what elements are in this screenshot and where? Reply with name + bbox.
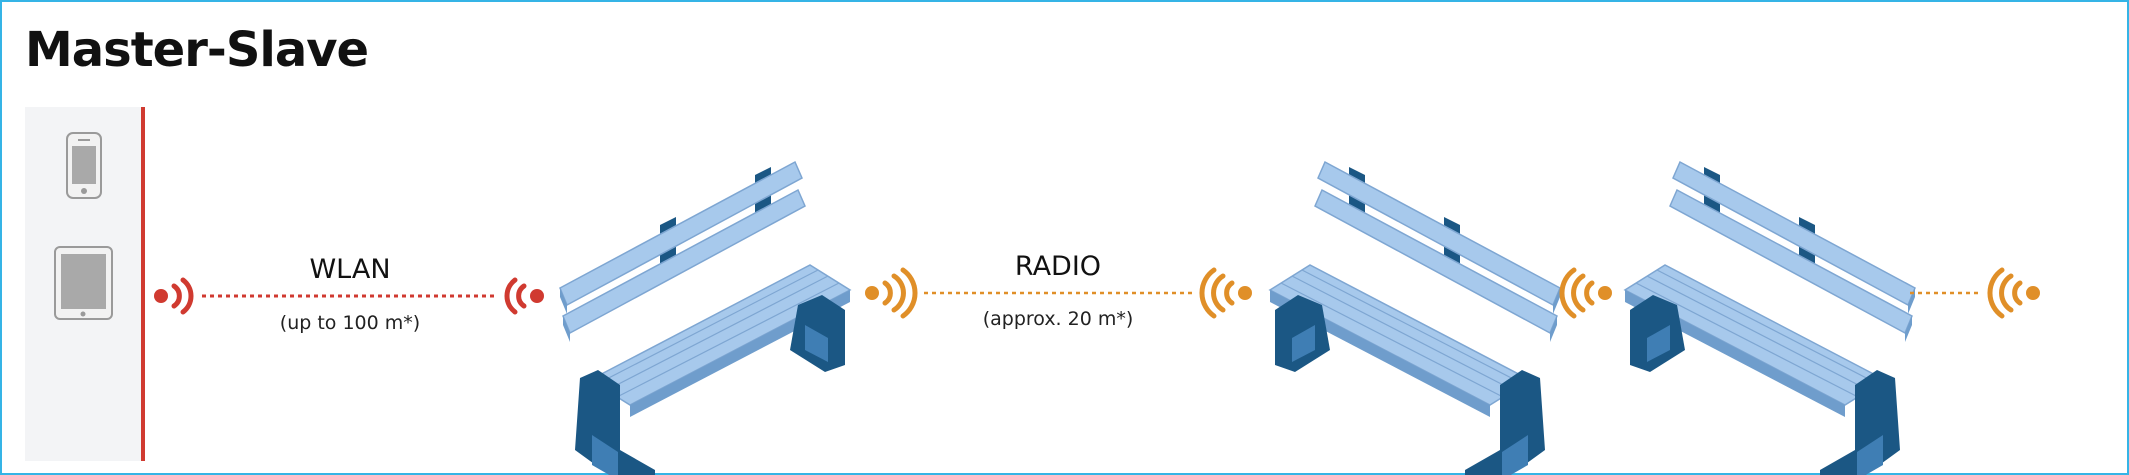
page-title: Master-Slave — [25, 22, 369, 78]
radio-signal-relay-icon — [1559, 267, 1612, 319]
tablet-icon — [54, 246, 113, 320]
radio-signal-in-icon — [1987, 267, 2040, 319]
wlan-label: WLAN — [309, 254, 391, 285]
radio-signal-in-icon — [1199, 267, 1252, 319]
bench-icon — [1269, 161, 1561, 475]
bench-icon — [1624, 161, 1916, 475]
radio-range-label: (approx. 20 m*) — [982, 308, 1134, 330]
radio-signal-out-icon — [865, 267, 918, 319]
wlan-range-label: (up to 100 m*) — [279, 312, 421, 334]
wlan-signal-out-icon — [154, 277, 194, 315]
wlan-signal-in-icon — [504, 277, 544, 315]
smartphone-icon — [66, 132, 102, 199]
master-divider-line — [141, 107, 145, 461]
bench-icon — [559, 161, 851, 475]
radio-label: RADIO — [1014, 251, 1102, 282]
